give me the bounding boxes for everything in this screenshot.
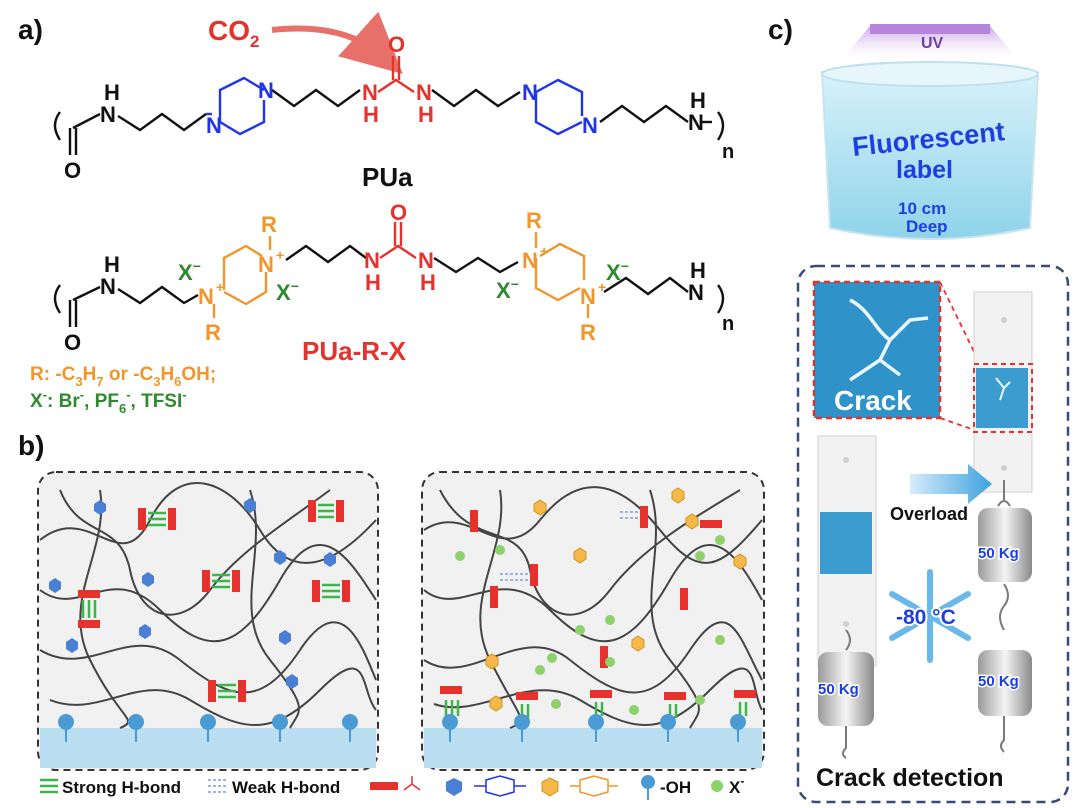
urea-segment-icon [370,782,398,790]
atom-r: R [580,320,596,345]
overload-label: Overload [890,504,968,524]
strong-hbond-icon [40,778,58,794]
co2-arrow [271,11,403,75]
chemical-structures: CO2 N H O N [30,11,734,416]
panel-c-label: c) [768,14,793,45]
pua-structure [53,56,725,155]
weight-label: 50 Kg [978,673,1019,690]
weight-right-top [978,508,1032,582]
snowflake-icon [889,569,971,663]
anion-x: X− [496,276,519,303]
intact-sample [817,435,877,667]
atom-o: O [388,32,405,57]
depth-value: 10 cm [898,199,946,218]
uv-label: UV [921,35,944,52]
cracked-sample [973,291,1033,493]
anion-x: X− [276,278,299,305]
legend-weak-hbond: Weak H-bond [232,778,340,797]
atom-n: N [362,80,378,105]
weak-hbond-icon [208,779,228,793]
temperature-label: -80 °C [896,606,956,629]
co2-label: CO2 [208,15,259,51]
network-schematics: Strong H-bond Weak H-bond -OH X- [37,471,765,800]
puarx-name: PUa-R-X [302,336,407,366]
legend: Strong H-bond Weak H-bond -OH X- [40,774,744,800]
weight-label: 50 Kg [818,681,859,698]
urea-structure-icon [403,776,421,791]
charge-plus: + [216,279,224,295]
atom-h: H [690,258,706,283]
atom-r: R [261,212,277,237]
legend-strong-hbond: Strong H-bond [62,778,181,797]
atom-h: H [418,102,434,127]
puarx-network-box [421,471,765,771]
atom-h: H [690,88,706,113]
label-text: label [896,156,953,184]
uv-beam [840,26,1020,62]
atom-n: N [522,80,538,105]
quaternary-structure-icon [570,775,618,797]
weight-label: 50 Kg [978,545,1019,562]
atom-h: H [365,270,381,295]
quaternary-hexagon-icon [541,777,559,797]
atom-o: O [390,200,407,225]
piperazine-structure-icon [474,775,526,797]
beaker: Fluorescent label 10 cm Deep [820,61,1040,240]
weights [842,480,1011,759]
weight-left [818,652,874,726]
uv-lamp [870,24,990,34]
atom-n: N [416,80,432,105]
legend-oh: -OH [660,778,691,797]
atom-n: N [364,248,380,273]
crack-inset: Crack [812,280,942,420]
charge-plus: + [598,279,606,295]
panel-b-label: b) [18,430,45,461]
crack-label: Crack [834,385,912,416]
atom-o: O [64,330,81,355]
charge-plus: + [540,243,548,259]
hydroxyl-icon [641,775,655,800]
atom-r: R [526,208,542,233]
panel-a-label: a) [18,14,43,45]
atom-n: N [258,78,274,103]
anion-x: X− [178,258,201,285]
piperazine-hexagon-icon [446,778,462,796]
crack-detection-caption: Crack detection [816,764,1004,792]
atom-n: N [258,252,274,277]
atom-n: N [582,113,598,138]
atom-n: N [100,102,116,127]
atom-h: H [420,270,436,295]
atom-h: H [104,80,120,105]
atom-n: N [580,284,596,309]
atom-n: N [198,284,214,309]
atom-h: H [363,102,379,127]
legend-anion: X- [729,774,744,797]
atom-n: N [206,113,222,138]
crack-detection-panel: UV Fluorescent label 10 cm Deep Crack Ov… [796,24,1070,804]
atom-n: N [688,280,704,305]
repeat-n: n [722,141,734,163]
crack-detection-frame [796,264,1070,804]
depth-word: Deep [906,217,948,236]
atom-n: N [522,248,538,273]
repeat-n: n [722,313,734,335]
pua-name: PUa [362,162,413,192]
r-caption: R: -C3H7 or -C3H6OH; [30,364,216,389]
puarx-structure [53,222,725,327]
weight-right-bottom [978,650,1032,716]
anion-x: X− [606,258,629,285]
atom-n: N [418,248,434,273]
atom-h: H [104,252,120,277]
x-caption: X-: Br-, PF6-, TFSI- [30,387,187,416]
charge-plus: + [276,247,284,263]
atom-o: O [64,158,81,183]
anion-icon [711,780,723,792]
atom-n: N [100,274,116,299]
overload-arrow [910,464,992,504]
atom-n: N [688,110,704,135]
atom-r: R [205,320,221,345]
pua-network-box [37,471,379,771]
